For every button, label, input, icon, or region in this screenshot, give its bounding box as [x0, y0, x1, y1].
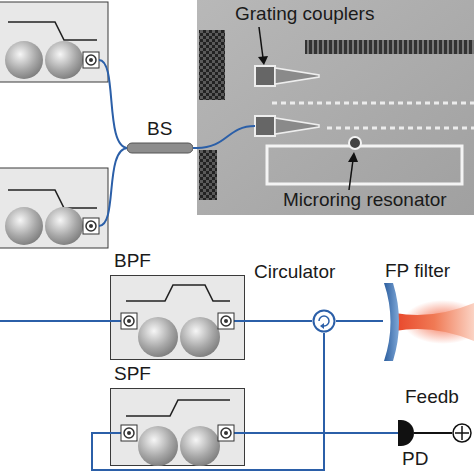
node-label: Grating couplers: [235, 3, 374, 25]
circulator-symbol: [312, 309, 336, 333]
laser-source-box: [0, 2, 108, 82]
fp-filter-node: FP filter: [383, 283, 474, 361]
beam-splitter-node: BS: [127, 118, 193, 158]
node-label: PD: [402, 448, 428, 470]
node-label: FP filter: [385, 260, 450, 282]
filter-box: [110, 275, 245, 360]
node-label: BPF: [114, 250, 151, 272]
bandpass-filter-box: BPF: [110, 275, 245, 360]
laser-source-box: [0, 168, 108, 248]
fiber-connector: [245, 320, 312, 322]
node-label: Circulator: [254, 261, 335, 283]
fiber-connector: [193, 147, 197, 149]
photodiode-symbol: [398, 420, 414, 446]
chip-image: Grating couplersMicroring resonator: [197, 0, 474, 215]
node-label: SPF: [114, 363, 151, 385]
node-label: Feedb: [405, 386, 459, 408]
feedback-node: Feedb: [452, 423, 472, 443]
summing-junction: [452, 423, 472, 443]
fiber-connector: [245, 432, 398, 434]
photodiode-node: PD: [398, 420, 414, 446]
fp-filter-symbol: [383, 283, 474, 361]
chip-micrograph: [197, 0, 474, 215]
circulator-node: Circulator: [312, 309, 336, 333]
shortpass-filter-box: SPF: [110, 388, 245, 466]
node-label: Microring resonator: [283, 189, 447, 211]
fiber-connector: [414, 432, 452, 434]
node-label: BS: [147, 118, 172, 140]
fiber: [0, 60, 128, 321]
fiber-connector: [336, 320, 383, 322]
filter-box: [110, 388, 245, 466]
